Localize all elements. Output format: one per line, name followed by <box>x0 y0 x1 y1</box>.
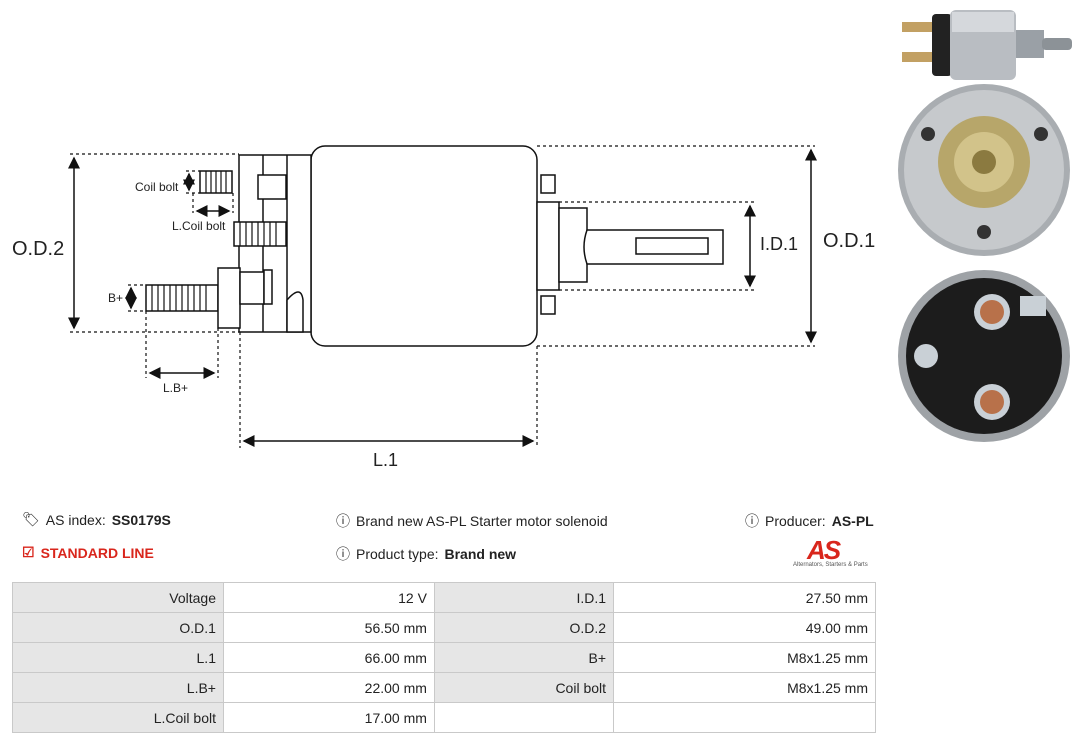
l-b-plus-label: L.B+ <box>163 381 188 395</box>
b-plus-label: B+ <box>108 291 123 305</box>
as-index-label: AS index: <box>45 511 106 528</box>
product-type-value: Brand new <box>444 546 517 562</box>
spec-label <box>433 702 615 733</box>
technical-drawing: O.D.2 O.D.1 I.D.1 L.1 Coil bolt L.Coil b… <box>12 145 875 470</box>
spec-label: O.D.1 <box>12 612 224 643</box>
specs-table: Voltage 12 V I.D.1 27.50 mm O.D.1 56.50 … <box>12 582 876 733</box>
standard-line-label: STANDARD LINE <box>40 544 154 561</box>
spec-label: L.Coil bolt <box>12 702 224 733</box>
as-index-value: SS0179S <box>111 511 171 528</box>
product-type: ⓘ Product type: Brand new <box>336 544 516 564</box>
l1-label: L.1 <box>373 450 398 470</box>
description-text: Brand new AS-PL Starter motor solenoid <box>356 513 608 529</box>
tag-icon: 🏷 <box>22 511 40 527</box>
od2-label: O.D.2 <box>12 238 64 260</box>
id1-label: I.D.1 <box>760 234 798 254</box>
spec-label: L.1 <box>12 642 224 673</box>
producer-label: Producer: <box>765 513 826 529</box>
spec-value: 49.00 mm <box>613 612 876 643</box>
logo-mark: AS <box>807 535 841 565</box>
spec-value: 27.50 mm <box>613 582 876 613</box>
as-pl-logo: AS Alternators, Starters & Parts <box>793 535 877 571</box>
spec-label: Coil bolt <box>433 672 615 703</box>
od1-label: O.D.1 <box>823 230 875 252</box>
table-row: L.Coil bolt 17.00 mm <box>12 702 876 733</box>
table-row: L.B+ 22.00 mm Coil bolt M8x1.25 mm <box>12 672 876 703</box>
spec-value: M8x1.25 mm <box>613 672 876 703</box>
solenoid-body <box>310 145 538 347</box>
spec-value: 22.00 mm <box>222 672 435 703</box>
check-square-icon: ☑ <box>22 544 35 560</box>
table-row: O.D.1 56.50 mm O.D.2 49.00 mm <box>12 612 876 643</box>
table-row: L.1 66.00 mm B+ M8x1.25 mm <box>12 642 876 673</box>
product-photo-side <box>902 10 1072 80</box>
spec-label: Voltage <box>12 582 224 613</box>
spec-value: 17.00 mm <box>222 702 435 733</box>
product-type-label: Product type: <box>356 546 439 562</box>
table-row: Voltage 12 V I.D.1 27.50 mm <box>12 582 876 613</box>
spec-label: B+ <box>433 642 615 673</box>
spec-value: 66.00 mm <box>222 642 435 673</box>
spec-value: M8x1.25 mm <box>613 642 876 673</box>
info-icon: ⓘ <box>336 546 350 562</box>
spec-value <box>613 702 876 733</box>
product-photo-rear <box>898 270 1070 442</box>
logo-tagline: Alternators, Starters & Parts <box>793 562 868 568</box>
product-photo-front <box>898 84 1070 256</box>
producer-value: AS-PL <box>831 513 874 529</box>
description: ⓘ Brand new AS-PL Starter motor solenoid <box>336 511 608 531</box>
coil-bolt-label: Coil bolt <box>135 180 179 194</box>
info-icon: ⓘ <box>336 513 350 529</box>
spec-label: I.D.1 <box>433 582 615 613</box>
spec-label: L.B+ <box>12 672 224 703</box>
as-index: 🏷 AS index: SS0179S <box>22 511 171 528</box>
producer: ⓘ Producer: AS-PL <box>745 511 874 531</box>
spec-value: 56.50 mm <box>222 612 435 643</box>
l-coil-bolt-label: L.Coil bolt <box>172 219 226 233</box>
spec-label: O.D.2 <box>433 612 615 643</box>
info-icon: ⓘ <box>745 513 759 529</box>
standard-line: ☑ STANDARD LINE <box>22 544 154 561</box>
spec-value: 12 V <box>222 582 435 613</box>
